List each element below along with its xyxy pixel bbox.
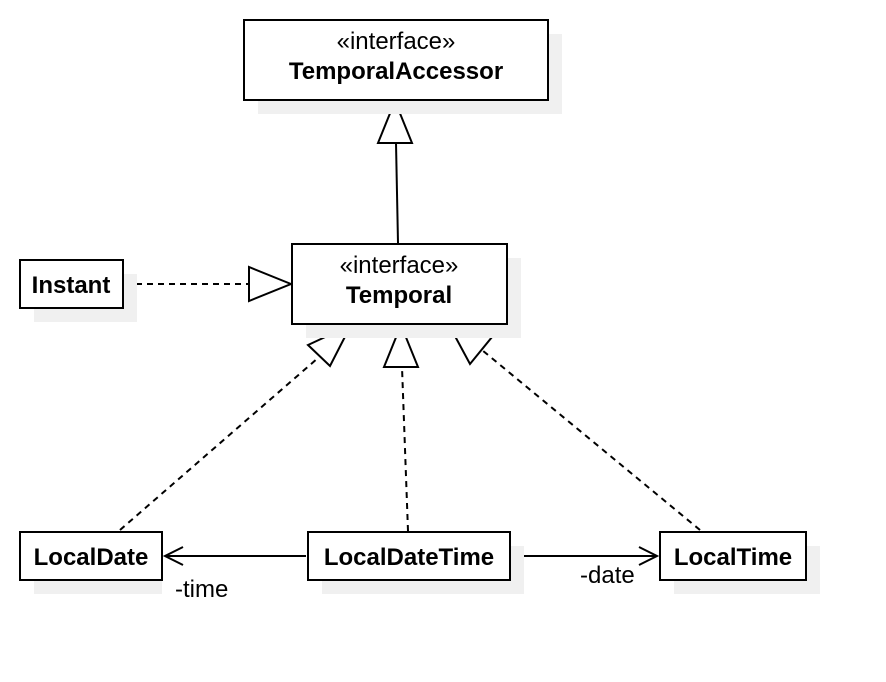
edge-instant-implements-temporal	[125, 265, 294, 303]
node-box	[19, 259, 124, 309]
generalization-arrowhead	[376, 98, 414, 144]
class-name: LocalTime	[674, 544, 792, 571]
edge-line	[481, 349, 701, 531]
class-name: TemporalAccessor	[289, 58, 503, 85]
edge-local-date-time-to-local-date: -time	[162, 546, 306, 603]
node-box	[291, 243, 508, 325]
node-box	[659, 531, 807, 581]
edge-local-date-time-to-local-time: -date	[511, 546, 660, 589]
edge-local-date-time-implements-temporal	[382, 322, 420, 532]
node-box	[19, 531, 163, 581]
open-arrowhead	[162, 546, 184, 566]
class-local-date[interactable]: LocalDate	[19, 531, 163, 594]
class-temporal[interactable]: «interface» Temporal	[291, 243, 521, 338]
edge-label-time: -time	[175, 576, 228, 603]
class-local-time[interactable]: LocalTime	[659, 531, 820, 594]
stereotype-label: «interface»	[337, 28, 456, 55]
edge-local-date-implements-temporal	[119, 322, 354, 531]
edge-temporal-extends-temporal-accessor	[376, 98, 414, 244]
stereotype-label: «interface»	[340, 252, 459, 279]
node-box	[243, 19, 549, 101]
edge-line	[395, 142, 399, 244]
open-arrowhead	[638, 546, 660, 566]
edge-line	[401, 366, 409, 532]
class-name: Instant	[32, 272, 111, 299]
class-name: LocalDate	[34, 544, 149, 571]
class-temporal-accessor[interactable]: «interface» TemporalAccessor	[243, 19, 562, 114]
edge-local-time-implements-temporal	[447, 323, 701, 531]
node-box	[307, 531, 511, 581]
class-name: LocalDateTime	[324, 544, 494, 571]
class-name: Temporal	[346, 282, 452, 309]
edge-label-date: -date	[580, 562, 635, 589]
edge-line	[119, 357, 319, 531]
class-local-date-time[interactable]: LocalDateTime	[307, 531, 524, 594]
realization-arrowhead	[382, 322, 420, 368]
class-instant[interactable]: Instant	[19, 259, 137, 322]
realization-arrowhead	[248, 265, 294, 303]
